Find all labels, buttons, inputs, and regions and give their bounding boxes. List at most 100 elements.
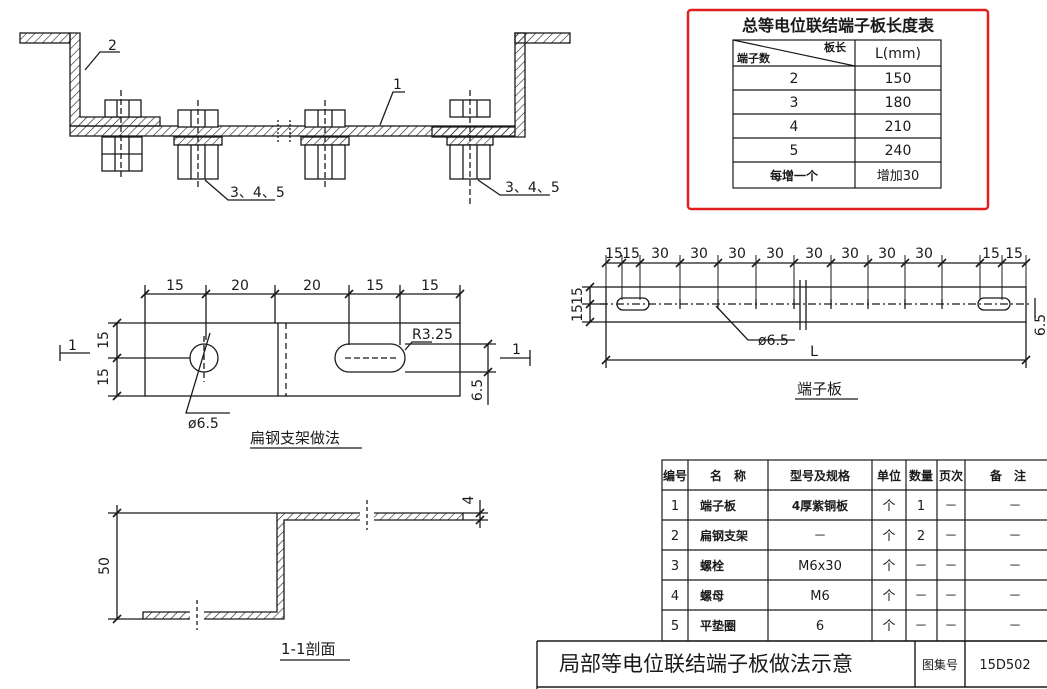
leader-line: [84, 51, 120, 71]
parts-cell: －: [1008, 529, 1021, 544]
bracket-outline: [144, 322, 461, 397]
row-count: 4: [790, 119, 799, 135]
callout-1: 1: [393, 77, 402, 93]
parts-cell: －: [914, 589, 927, 604]
row-length: 180: [885, 95, 912, 111]
dim-label: 30: [651, 246, 669, 262]
section-mark-left: 1: [68, 338, 77, 354]
parts-cell: M6: [810, 589, 830, 604]
dim-label: 15: [1005, 246, 1023, 262]
callout-345-left: 3、4、5: [230, 185, 285, 201]
bolt-assembly: [300, 100, 350, 190]
parts-cell: 个: [882, 619, 895, 634]
leader-line: [204, 179, 275, 201]
dim-label: 30: [728, 246, 746, 262]
parts-cell: －: [914, 619, 927, 634]
parts-cell: 平垫圈: [700, 618, 736, 633]
dim-label: 30: [915, 246, 933, 262]
end-slot-left: [616, 297, 650, 311]
parts-cell: 个: [882, 529, 895, 544]
dim-label: 15: [421, 278, 439, 294]
terminal-plate-drawing: [582, 255, 1036, 368]
header-plate-length: 板长: [824, 40, 847, 54]
dim-label: 30: [690, 246, 708, 262]
parts-cell: 4厚紫铜板: [792, 498, 849, 513]
slot-radius-label: R3.25: [412, 327, 453, 343]
dim-label: 15: [605, 246, 623, 262]
dim-label: 15: [96, 368, 112, 386]
dim-label: 15: [366, 278, 384, 294]
parts-cell: 螺栓: [700, 558, 724, 573]
atlas-number: 15D502: [979, 658, 1030, 673]
row-count: 5: [790, 143, 799, 159]
dim-label: 20: [303, 278, 321, 294]
length-table-title: 总等电位联结端子板长度表: [742, 16, 935, 35]
length-label: L: [810, 344, 818, 360]
dim-label: 6.5: [1033, 314, 1047, 336]
dim-label: 30: [766, 246, 784, 262]
parts-header: 型号及规格: [790, 468, 851, 483]
parts-cell: 个: [882, 589, 895, 604]
row-length: 240: [885, 143, 912, 159]
parts-cell: 端子板: [700, 498, 737, 513]
dim-label: 15: [166, 278, 184, 294]
parts-cell: －: [944, 499, 957, 514]
dim-label: 20: [231, 278, 249, 294]
row-length: 210: [885, 119, 912, 135]
bolt-assembly: [173, 100, 223, 190]
parts-table: 编号 名 称 型号及规格 单位 数量 页次 备 注 1 端子板 4厚紫铜板 个 …: [661, 459, 1047, 642]
header-L-mm: L(mm): [875, 46, 921, 62]
row-count: 每增一个: [770, 168, 819, 183]
parts-cell: －: [944, 619, 957, 634]
dim-label: 15: [570, 287, 586, 305]
dim-label: 15: [570, 304, 586, 322]
row-length: 150: [885, 71, 912, 87]
parts-cell: 1: [671, 499, 679, 514]
terminal-plate-caption: 端子板: [797, 380, 842, 398]
bracket-labels: 15 20 20 15 15 15 15 6.5 ø6.5 R3.25 1 1 …: [68, 278, 521, 449]
bracket-drawing: [59, 285, 531, 414]
parts-cell: －: [1008, 619, 1021, 634]
parts-cell: 螺母: [700, 588, 724, 603]
parts-cell: －: [944, 589, 957, 604]
header-terminal-count: 端子数: [737, 51, 771, 65]
parts-cell: 个: [882, 559, 895, 574]
section-caption: 1-1剖面: [281, 640, 336, 658]
drawing-title: 局部等电位联结端子板做法示意: [559, 652, 853, 676]
parts-cell: 2: [671, 529, 679, 544]
dim-label: 30: [878, 246, 896, 262]
parts-header: 编号: [662, 468, 687, 483]
dim-label: 50: [97, 557, 113, 575]
diagonal-header: [732, 39, 856, 67]
parts-cell: －: [944, 559, 957, 574]
top-assembly-view: [19, 32, 571, 205]
hole-label: ø6.5: [758, 333, 789, 349]
parts-cell: 3: [671, 559, 679, 574]
bracket-slot: [334, 343, 406, 373]
section-mark-right: 1: [512, 342, 521, 358]
parts-header: 名 称: [710, 468, 746, 483]
title-block: 局部等电位联结端子板做法示意 图集号 15D502: [536, 640, 1047, 689]
parts-cell: －: [914, 559, 927, 574]
hole-label: ø6.5: [188, 416, 219, 432]
callout-345-right: 3、4、5: [505, 180, 560, 196]
parts-cell: M6x30: [798, 559, 842, 574]
dim-label: 4: [461, 495, 477, 504]
terminal-plate-labels: 15 15 30 30 30 30 30 30 30 30 15 15 15 1…: [570, 246, 1047, 400]
callout-2: 2: [108, 38, 117, 54]
parts-cell: －: [1008, 499, 1021, 514]
parts-cell: 扁钢支架: [700, 528, 748, 543]
section-labels: 50 4 1-1剖面: [97, 495, 477, 661]
bracket-caption: 扁钢支架做法: [250, 429, 340, 447]
parts-cell: 2: [917, 529, 925, 544]
dim-label: 15: [622, 246, 640, 262]
row-count: 2: [790, 71, 799, 87]
parts-header: 页次: [939, 468, 963, 483]
end-slot-right: [977, 297, 1011, 311]
left-wall-hatch: [19, 32, 71, 44]
atlas-label: 图集号: [922, 657, 958, 672]
length-table: 总等电位联结端子板长度表 端子数 板长 L(mm) 2 150 3 180 4 …: [686, 8, 990, 211]
dim-label: 6.5: [470, 379, 486, 401]
section-drawing: [108, 500, 488, 630]
